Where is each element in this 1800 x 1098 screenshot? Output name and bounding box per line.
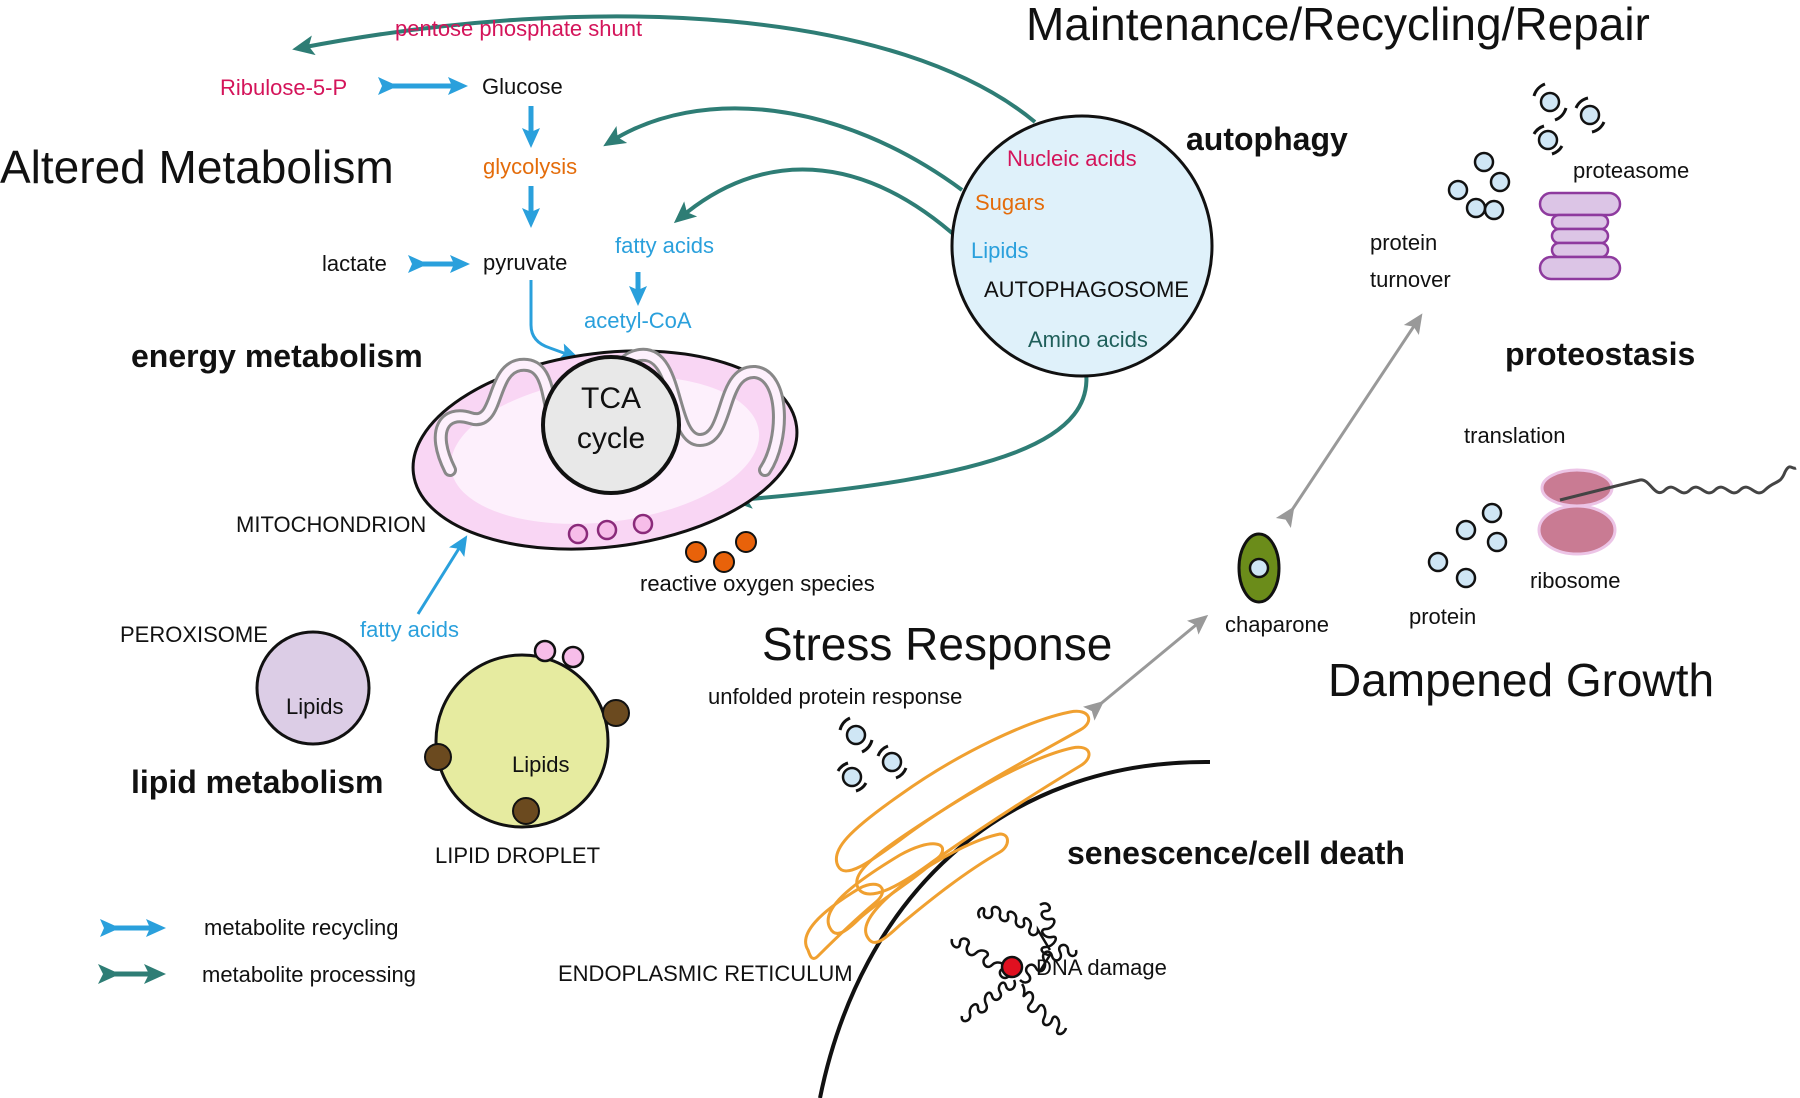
ribosome-label: ribosome (1530, 568, 1620, 593)
ribosome-icon (1537, 465, 1797, 556)
mitochondrion: TCA cycle (411, 347, 799, 551)
ros-dot-2 (685, 541, 707, 563)
heading-altered-metabolism: Altered Metabolism (0, 141, 394, 193)
autophagosome-label: AUTOPHAGOSOME (984, 277, 1189, 302)
er-label: ENDOPLASMIC RETICULUM (558, 961, 853, 986)
amino-acids-to-mitochondrion-arrow (730, 364, 1089, 509)
peroxisome-lipids-label: Lipids (286, 694, 343, 719)
proteasome-icon (1538, 191, 1622, 281)
pyruvate-to-tca-arrow (529, 280, 580, 361)
lipids-label: Lipids (971, 238, 1028, 263)
acetyl-coa-label: acetyl-CoA (584, 308, 692, 333)
legend-recycling-label: metabolite recycling (204, 915, 398, 940)
glucose-label: Glucose (482, 74, 563, 99)
unfolded-proteins-er (836, 716, 908, 793)
amino-acids-label: Amino acids (1028, 327, 1148, 352)
lipids-to-fatty-acids-arrow (673, 167, 962, 242)
translated-protein-molecules (1427, 502, 1508, 589)
droplet-lipids-label: Lipids (512, 752, 569, 777)
heading-maintenance: Maintenance/Recycling/Repair (1026, 0, 1650, 50)
chaperone-icon (1237, 532, 1281, 604)
section-lipid-metabolism: lipid metabolism (131, 764, 383, 800)
heading-dampened-growth: Dampened Growth (1328, 654, 1714, 706)
upr-label: unfolded protein response (708, 684, 962, 709)
dna-damage-marker (1000, 955, 1024, 979)
fatty-acids-to-mito-arrow (416, 535, 468, 615)
pentose-shunt-label: pentose phosphate shunt (395, 16, 642, 41)
legend-processing-label: metabolite processing (202, 962, 416, 987)
section-energy-metabolism: energy metabolism (131, 338, 423, 374)
sugars-label: Sugars (975, 190, 1045, 215)
heading-stress-response: Stress Response (762, 618, 1112, 670)
chaperone-label: chaparone (1225, 612, 1329, 637)
section-autophagy: autophagy (1186, 121, 1348, 157)
nucleic-acids-label: Nucleic acids (1007, 146, 1137, 171)
ros-dot-3 (713, 551, 735, 573)
sugars-to-glycolysis-arrow (603, 106, 964, 192)
endoplasmic-reticulum (804, 709, 1091, 960)
fatty-acids-top-label: fatty acids (615, 233, 714, 258)
fatty-acids-label: fatty acids (360, 617, 459, 642)
dna-damage-label: DNA damage (1036, 955, 1167, 980)
section-proteostasis: proteostasis (1505, 336, 1695, 372)
protein-turnover-label-1: protein (1370, 230, 1437, 255)
peroxisome (255, 630, 371, 746)
chaperone-turnover-arrow (1275, 313, 1423, 528)
mito-dot-3 (632, 513, 654, 535)
mito-dot-2 (596, 519, 618, 541)
protein-turnover-molecules (1447, 151, 1511, 221)
ros-label: reactive oxygen species (640, 571, 875, 596)
lipid-droplet-label: LIPID DROPLET (435, 843, 600, 868)
lactate-label: lactate (322, 251, 387, 276)
chromosome-icon (950, 902, 1078, 1036)
glycolysis-label: glycolysis (483, 154, 577, 179)
peroxisome-label: PEROXISOME (120, 622, 268, 647)
protein-turnover-label-2: turnover (1370, 267, 1451, 292)
lipid-droplet (424, 639, 630, 829)
section-senescence: senescence/cell death (1067, 835, 1405, 871)
protein-label: protein (1409, 604, 1476, 629)
translation-label: translation (1464, 423, 1566, 448)
tca-cycle (541, 355, 681, 495)
mitochondrion-label: MITOCHONDRION (236, 512, 426, 537)
tca-label-line2: cycle (577, 422, 645, 455)
nuclear-envelope (818, 759, 1211, 1098)
pyruvate-label: pyruvate (483, 250, 567, 275)
er-chaperone-arrow (1083, 614, 1209, 721)
pentose-shunt-arrow (292, 14, 1037, 124)
unfolded-proteins-top (1532, 82, 1606, 156)
ros-dot-1 (735, 531, 757, 553)
ribulose-label: Ribulose-5-P (220, 75, 347, 100)
tca-label-line1: TCA (581, 382, 641, 415)
mito-dot-1 (567, 523, 589, 545)
autophagosome (950, 114, 1214, 378)
proteasome-label: proteasome (1573, 158, 1689, 183)
